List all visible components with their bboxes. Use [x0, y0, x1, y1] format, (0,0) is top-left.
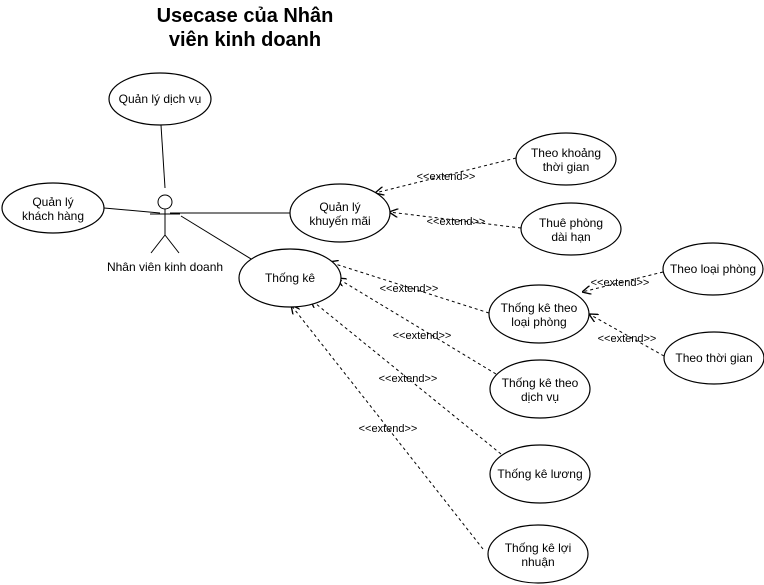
usecase-thong-ke-theo-loai-phong — [488, 284, 590, 344]
usecase-quan-ly-khuyen-mai — [289, 183, 391, 243]
extend-label: <<extend>> — [427, 216, 486, 228]
usecase-label-theo-thoi-gian: Theo thời gian — [675, 351, 752, 365]
extend-edge-thue-phong — [389, 212, 522, 229]
usecase-theo-khoang-thoi-gian — [515, 132, 617, 186]
actor-stick-figure — [150, 194, 180, 254]
association-thong-ke — [180, 215, 257, 263]
diagram-title-line-1: Usecase của Nhân — [156, 5, 334, 27]
usecase-thong-ke-luong — [489, 444, 591, 504]
extend-label: <<extend>> — [393, 330, 452, 342]
actor-label: Nhân viên kinh doanh — [107, 260, 223, 274]
extend-label: <<extend>> — [380, 283, 439, 295]
usecase-quan-ly-khach-hang — [1, 182, 105, 234]
usecase-thue-phong-dai-han — [520, 202, 622, 256]
extend-label: <<extend>> — [379, 373, 438, 385]
extend-edge-tk-dich-vu — [337, 278, 497, 375]
usecases — [1, 72, 764, 584]
extend-edge-tk-luong — [310, 299, 502, 455]
extend-edge-theo-thoi-gian — [589, 314, 665, 357]
usecase-theo-thoi-gian — [663, 331, 764, 385]
association-quan-ly-dich-vu — [160, 124, 166, 189]
usecase-label-thong-ke-luong: Thống kê lương — [497, 467, 582, 481]
extend-edges — [291, 157, 665, 550]
extend-label: <<extend>> — [417, 171, 476, 183]
usecase-thong-ke-loi-nhuan — [487, 524, 589, 584]
diagram-title-line-2: viên kinh doanh — [168, 29, 322, 51]
extend-edge-tk-loai-phong — [329, 262, 490, 314]
associations — [103, 124, 290, 263]
usecase-label-theo-loai-phong: Theo loại phòng — [670, 262, 756, 276]
extend-edge-theo-loai-phong — [582, 271, 664, 292]
extend-label: <<extend>> — [598, 333, 657, 345]
association-quan-ly-khach-hang — [103, 207, 161, 214]
usecase-thong-ke — [238, 248, 342, 308]
extend-edge-tk-loi-nhuan — [291, 305, 484, 550]
diagram-title: Usecase của Nhân viên kinh doanh — [120, 4, 370, 52]
extend-label: <<extend>> — [359, 423, 418, 435]
extend-edge-khoang-thoi-gian — [375, 157, 517, 193]
extend-label: <<extend>> — [591, 277, 650, 289]
usecase-theo-loai-phong — [662, 242, 764, 296]
usecase-label-thong-ke: Thống kê — [265, 271, 315, 285]
usecase-label-quan-ly-dich-vu: Quản lý dịch vụ — [119, 92, 202, 106]
usecase-quan-ly-dich-vu — [108, 72, 212, 126]
extend-labels: <<extend>> <<extend>> <<extend>> <<exten… — [359, 171, 657, 435]
usecase-thong-ke-theo-dich-vu — [489, 359, 591, 419]
